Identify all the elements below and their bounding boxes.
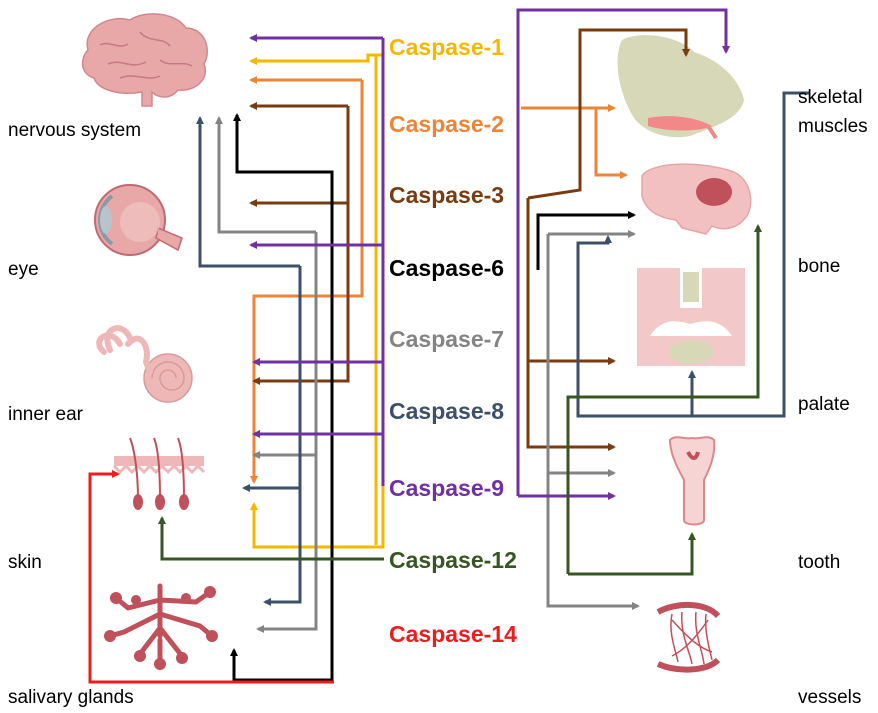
tooth-illustration [670, 437, 714, 524]
caspase-12-label: Caspase-12 [389, 547, 517, 573]
caspase-14-connections [90, 474, 334, 682]
label-eye: eye [8, 259, 39, 280]
label-skeletal: skeletal [798, 87, 862, 108]
label-bone: bone [798, 256, 840, 277]
label-skin: skin [8, 552, 42, 573]
caspase-14-label: Caspase-14 [389, 621, 517, 647]
palate-illustration [637, 268, 745, 366]
skin-illustration [114, 438, 204, 510]
label-tooth: tooth [798, 552, 840, 573]
label-nervous-system: nervous system [8, 120, 141, 141]
caspase-1-label: Caspase-1 [389, 34, 504, 60]
eye-illustration [95, 185, 182, 255]
bone-skull-illustration [642, 164, 751, 234]
label-palate: palate [798, 394, 850, 415]
caspase-8-label: Caspase-8 [389, 398, 504, 424]
inner-ear-illustration [99, 328, 192, 402]
brain-illustration [83, 14, 208, 106]
caspase-3-label: Caspase-3 [389, 182, 504, 208]
vessels-illustration [658, 605, 718, 670]
salivary-glands-illustration [104, 586, 218, 670]
label-salivary-glands: salivary glands [8, 687, 134, 708]
label-muscles: muscles [798, 116, 868, 137]
label-inner-ear: inner ear [8, 404, 84, 425]
caspase-7-label: Caspase-7 [389, 326, 504, 352]
caspase-6-label: Caspase-6 [389, 255, 504, 281]
caspase-9-label: Caspase-9 [389, 475, 504, 501]
caspase-2-label: Caspase-2 [389, 111, 504, 137]
label-vessels: vessels [798, 687, 861, 708]
